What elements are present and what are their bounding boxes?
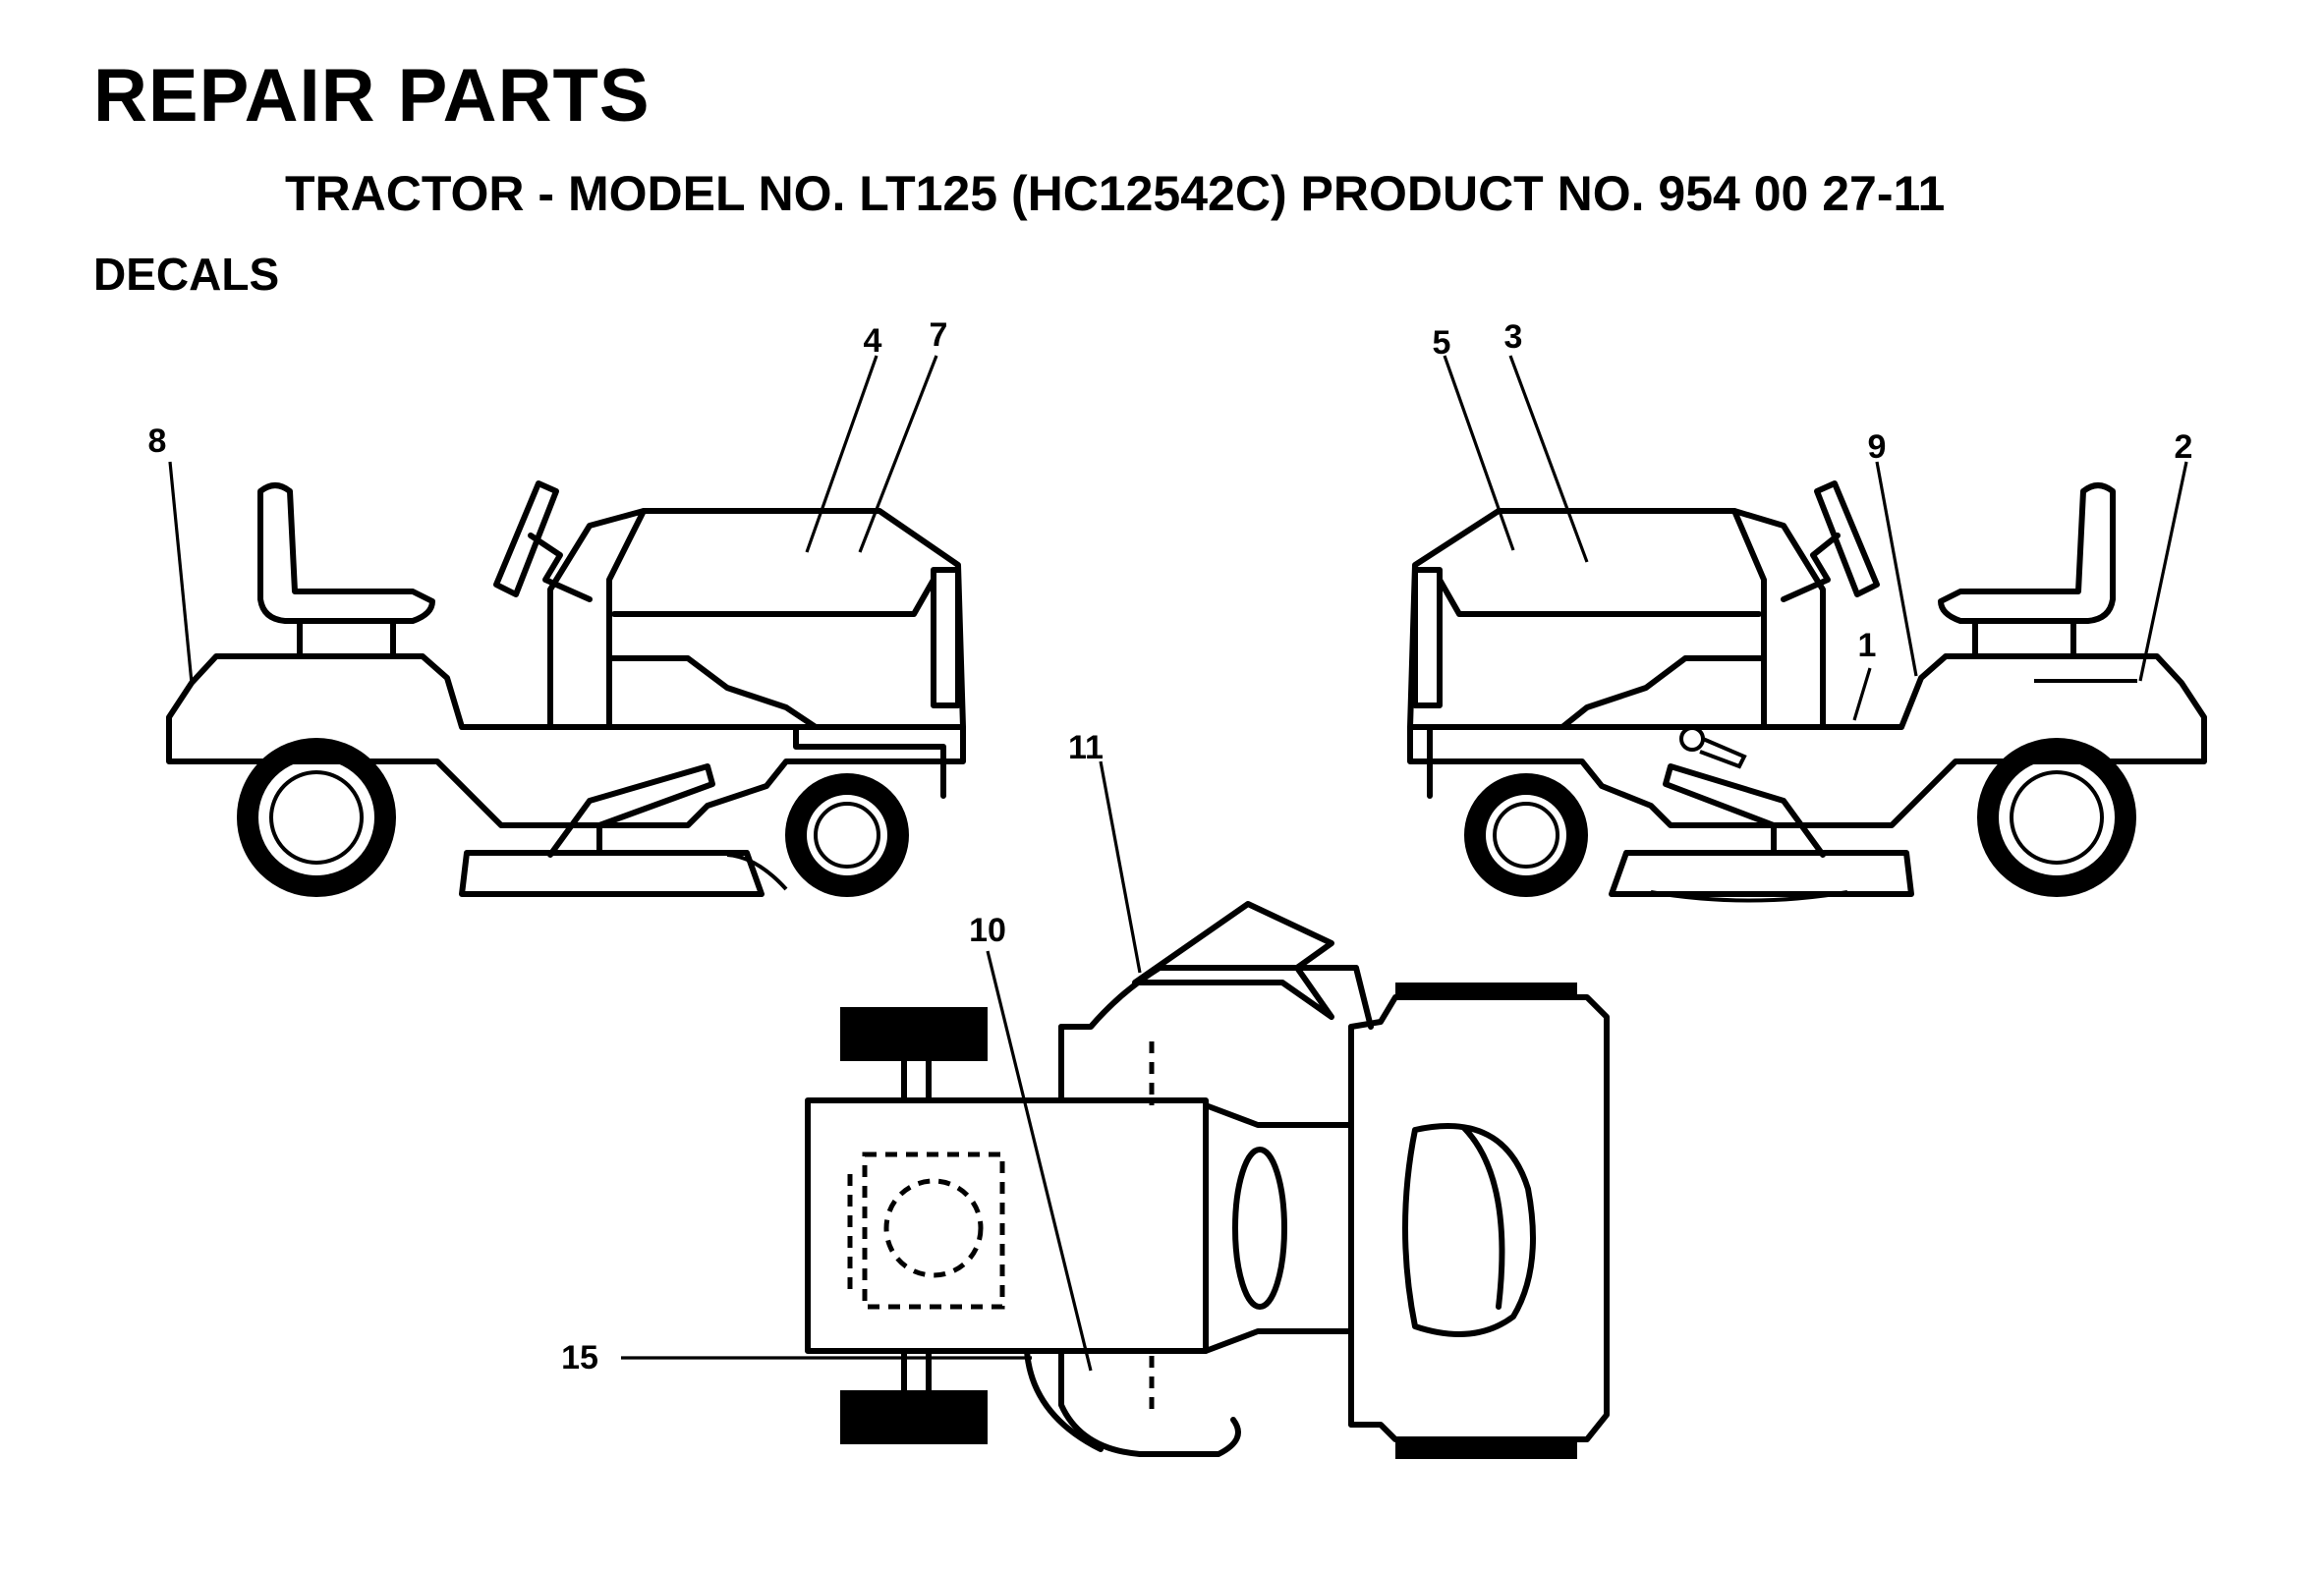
leader-7: [858, 355, 938, 553]
leader-1: [1852, 667, 1872, 721]
callout-8: 8: [148, 422, 167, 460]
leader-4: [805, 355, 879, 553]
model-number-line: TRACTOR - MODEL NO. LT125 (HC12542C) PRO…: [285, 166, 1946, 221]
rear-tire-bottom: [840, 1390, 988, 1444]
page-title: REPAIR PARTS: [93, 54, 651, 138]
callout-5: 5: [1433, 324, 1451, 362]
tractor-right-side-view: [1407, 355, 2207, 903]
tractor-left-side-view: [166, 355, 966, 897]
section-title: DECALS: [93, 249, 280, 300]
callout-9: 9: [1868, 428, 1887, 466]
rear-tire-top: [840, 1007, 988, 1061]
leader-9: [1875, 461, 1918, 677]
callout-2: 2: [2175, 428, 2193, 466]
leader-8: [168, 461, 194, 684]
leader-3: [1508, 355, 1589, 563]
callout-3: 3: [1504, 318, 1523, 356]
tractor-top-view: [621, 760, 1610, 1459]
callout-11: 11: [1068, 729, 1104, 766]
callout-1: 1: [1858, 627, 1877, 664]
leader-2: [2138, 461, 2188, 682]
leader-10: [986, 950, 1093, 1372]
leader-5: [1443, 355, 1515, 551]
callout-4: 4: [864, 322, 882, 360]
callout-10: 10: [969, 912, 1006, 949]
leader-11: [1099, 760, 1142, 974]
callout-7: 7: [930, 316, 948, 354]
callout-15: 15: [561, 1339, 598, 1376]
